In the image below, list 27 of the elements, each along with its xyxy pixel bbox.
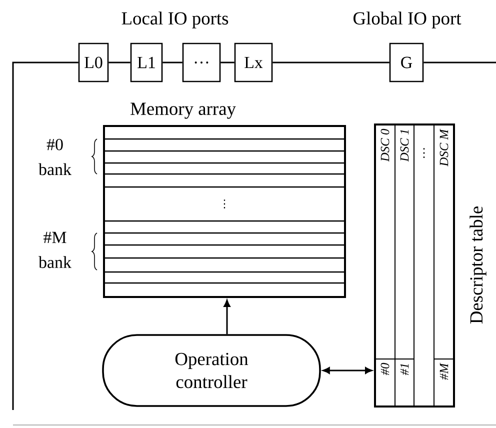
table-cell: DSC 1 (394, 124, 414, 360)
bus-line (272, 62, 390, 64)
port-box: G (389, 42, 424, 82)
port-box: Lx (234, 42, 273, 82)
table-cell: #1 (394, 358, 414, 406)
arrow (322, 367, 372, 374)
port-box: L0 (78, 42, 109, 82)
node-label: Memory array (130, 102, 236, 119)
bank-label: #M bank (38, 232, 72, 268)
group-heading: Global IO port (354, 12, 462, 28)
port-box: L1 (130, 42, 163, 82)
process-box: Operation controller (102, 334, 321, 407)
table-cell: DSC M (434, 124, 454, 360)
table-cell: … (414, 124, 434, 407)
arrow (224, 300, 230, 334)
table-cell: #M (434, 358, 454, 406)
table-cell: #0 (374, 358, 396, 406)
bus-line (12, 62, 78, 410)
bus-line (424, 62, 496, 64)
bus-line (162, 62, 182, 64)
bank-label: #0 bank (38, 138, 72, 176)
bus-line (220, 62, 234, 64)
port-box: … (182, 42, 221, 82)
group-heading: Local IO ports (122, 12, 228, 28)
bus-line (108, 62, 130, 64)
ellipsis: ⋮ (224, 200, 226, 208)
table-cell: DSC 0 (374, 124, 396, 360)
